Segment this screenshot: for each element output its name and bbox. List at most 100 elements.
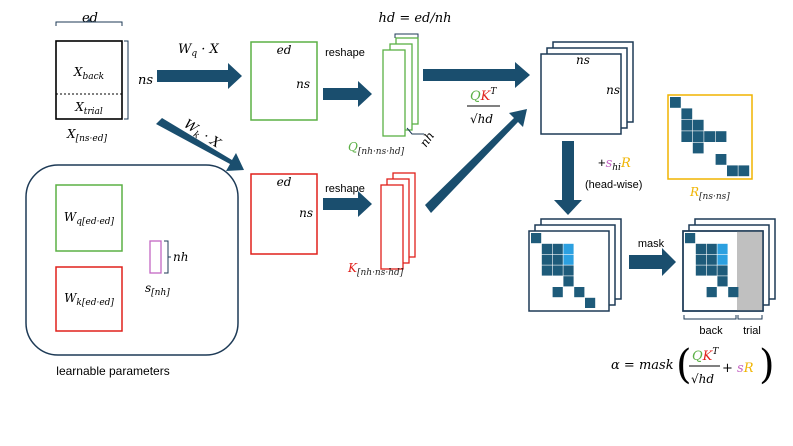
matrix-cell xyxy=(717,265,728,276)
matrix-cell xyxy=(552,254,563,265)
q-projection-matrix xyxy=(250,41,318,121)
q-heads-label: Q[nh·ns·hd] xyxy=(348,140,405,157)
r-matrix-group: R[ns·ns] xyxy=(667,94,753,202)
arrow-x-to-k xyxy=(156,118,244,171)
arrow-k-to-scores xyxy=(425,109,527,213)
arrow-x-to-q xyxy=(157,63,242,89)
bias-label: +shiR xyxy=(598,155,631,173)
matrix-cell xyxy=(704,131,715,142)
matrix-cell xyxy=(563,276,574,287)
input-width-label: ed xyxy=(82,11,98,26)
matrix-cell xyxy=(727,165,738,177)
wq-param-matrix xyxy=(55,184,123,252)
matrix-cell xyxy=(552,243,563,254)
scores-matrix xyxy=(540,53,622,135)
matrix-cell xyxy=(541,265,552,276)
input-rows-brace xyxy=(124,40,129,120)
biased-scores-stack xyxy=(528,218,622,312)
arrow-mask xyxy=(629,248,676,276)
svg-text:√hd: √hd xyxy=(470,112,493,126)
k-heads-stack: K[nh·ns·hd] xyxy=(347,172,416,278)
svg-text:√hd: √hd xyxy=(691,372,714,386)
arrow-reshape-k xyxy=(323,191,372,217)
k-projection-matrix xyxy=(250,173,318,255)
matrix-cell xyxy=(685,233,696,244)
matrix-cell xyxy=(717,276,728,287)
matrix-cell xyxy=(563,265,574,276)
matrix-cell xyxy=(706,287,717,298)
wq-param-label: Wq[ed·ed] xyxy=(64,210,115,227)
learnable-parameters-box: Wq[ed·ed] Wk[ed·ed] nh s[nh] xyxy=(25,164,239,356)
input-matrix xyxy=(55,40,123,120)
k-proj-row-label: ns xyxy=(299,206,313,220)
trial-label: trial xyxy=(743,325,761,337)
arrow-q-to-scores xyxy=(423,62,530,88)
masked-scores-stack: back trial xyxy=(682,218,776,337)
k-heads xyxy=(380,184,404,270)
matrix-cell xyxy=(728,287,739,298)
arrow-reshape-q xyxy=(323,81,372,107)
matrix-cell xyxy=(738,165,750,177)
svg-text:(: ( xyxy=(676,342,692,388)
arrows xyxy=(156,62,676,276)
alpha-formula: α = mask ( QKT √hd + sR ) xyxy=(611,342,775,388)
wk-param-label: Wk[ed·ed] xyxy=(64,291,114,308)
x-back-label: Xback xyxy=(73,65,104,82)
r-matrix-label: R[ns·ns] xyxy=(689,185,730,202)
input-rows-label: ns xyxy=(138,73,153,88)
matrix-cell xyxy=(715,154,727,165)
matrix-cell xyxy=(717,254,728,265)
head-wise-note: (head-wise) xyxy=(585,179,642,191)
svg-text:α = mask: α = mask xyxy=(611,358,674,373)
q-heads-stack: hd = ed/nh nh Q[nh·ns·hd] xyxy=(348,11,452,157)
matrix-cell xyxy=(706,265,717,276)
reshape-k-label: reshape xyxy=(325,183,365,195)
matrix-cell xyxy=(681,131,693,142)
k-projection-matrix-group: ed ns xyxy=(250,173,318,255)
matrix-cell xyxy=(681,119,693,131)
matrix-cell xyxy=(585,297,596,308)
q-heads xyxy=(382,49,406,137)
scores-row-label: ns xyxy=(606,83,620,97)
q-proj-row-label: ns xyxy=(296,77,310,91)
matrix-cell xyxy=(541,243,552,254)
s-nh-label: nh xyxy=(173,250,188,264)
matrix-cell xyxy=(695,254,706,265)
input-matrix-group: ed Xback Xtrial ns X[ns·ed] xyxy=(55,11,153,144)
matrix-cell xyxy=(715,131,727,142)
svg-text:): ) xyxy=(759,342,775,388)
matrix-cell xyxy=(706,254,717,265)
k-heads-label: K[nh·ns·hd] xyxy=(347,261,404,278)
matrix-cell xyxy=(692,131,704,142)
wq-x-label: Wq · X xyxy=(178,42,220,59)
r-matrix-cells xyxy=(670,97,750,177)
biased-scores-cells xyxy=(531,233,596,308)
scores-stack: ns ns xyxy=(540,41,634,135)
matrix-cell xyxy=(574,287,585,298)
matrix-cell xyxy=(692,119,704,131)
input-width-brace xyxy=(55,21,123,26)
x-matrix-label: X[ns·ed] xyxy=(66,127,107,144)
matrix-cell xyxy=(706,243,717,254)
matrix-cell xyxy=(563,243,574,254)
svg-text:QKT: QKT xyxy=(692,347,719,364)
matrix-cell xyxy=(717,243,728,254)
matrix-cell xyxy=(681,108,693,120)
matrix-cell xyxy=(541,254,552,265)
scaled-dot-product-label: QKT √hd xyxy=(467,87,500,126)
matrix-cell xyxy=(552,287,563,298)
svg-text:QKT: QKT xyxy=(470,87,497,104)
trial-mask-region xyxy=(737,231,763,311)
matrix-cell xyxy=(531,233,542,244)
q-projection-matrix-group: ed ns xyxy=(250,41,318,121)
matrix-cell xyxy=(692,142,704,154)
masked-scores-cells xyxy=(685,233,739,298)
k-proj-col-label: ed xyxy=(277,175,292,189)
matrix-cell xyxy=(695,265,706,276)
reshape-q-label: reshape xyxy=(325,47,365,59)
q-proj-col-label: ed xyxy=(277,43,292,57)
matrix-cell xyxy=(552,265,563,276)
hd-formula: hd = ed/nh xyxy=(379,11,452,26)
back-label: back xyxy=(699,325,723,337)
wk-param-matrix xyxy=(55,266,123,332)
